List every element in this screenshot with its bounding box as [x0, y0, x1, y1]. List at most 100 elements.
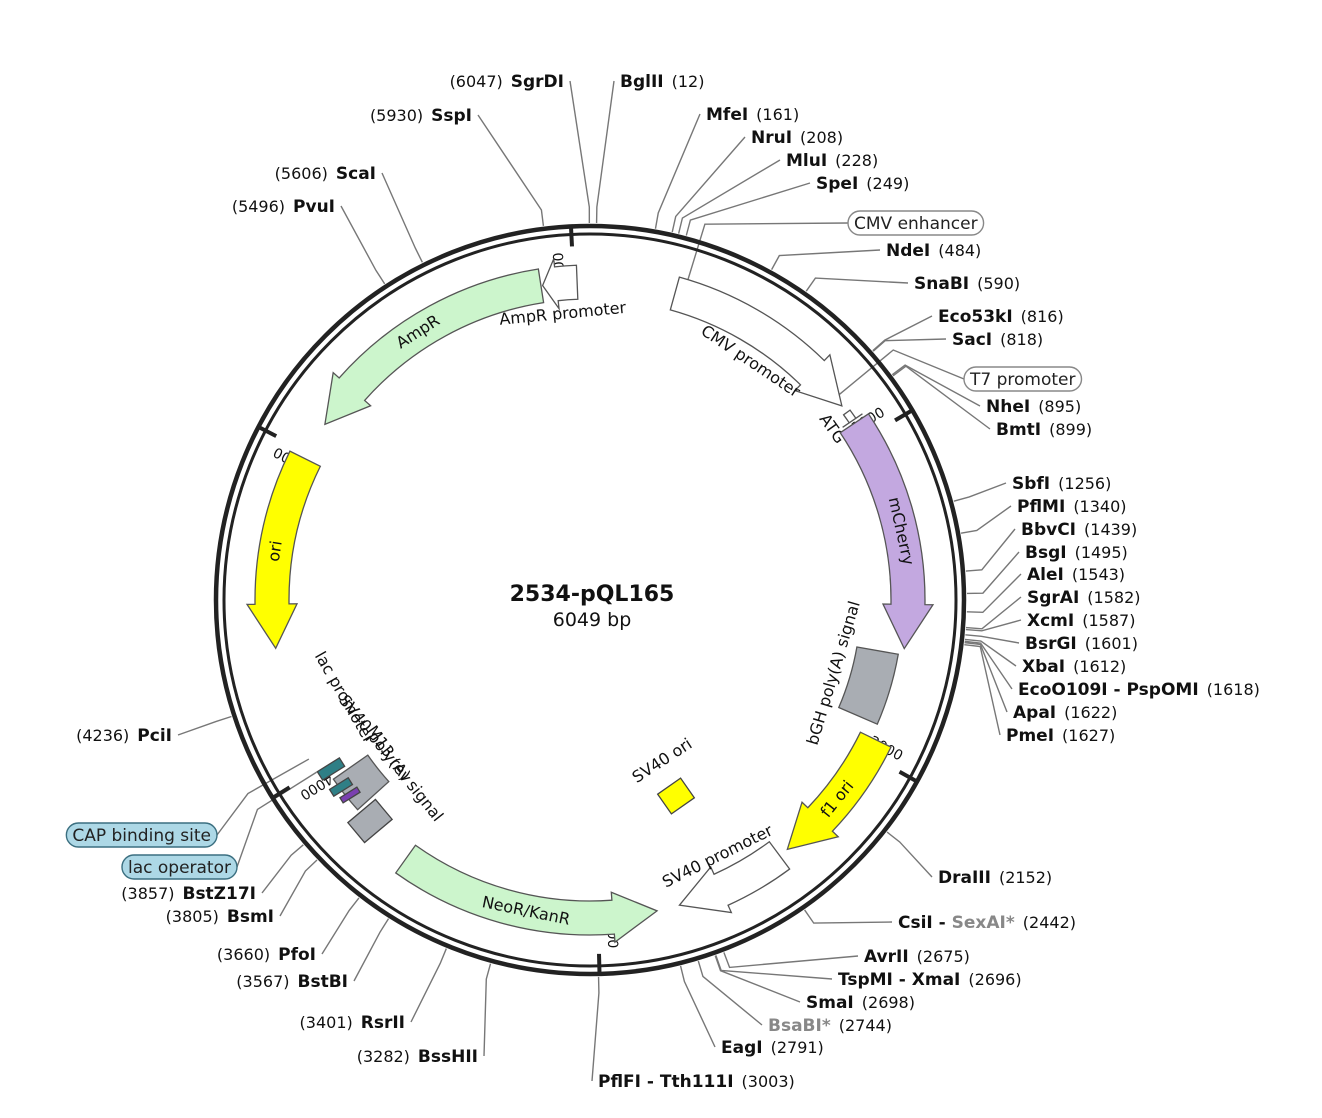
- restriction-site: NruI(208): [751, 128, 843, 148]
- box-label-frame: [847, 210, 985, 236]
- site-leader-line: [964, 640, 1013, 690]
- box-leader-line: [683, 222, 849, 292]
- restriction-site: BsgI(1495): [1025, 543, 1128, 563]
- site-leader-line: [353, 918, 390, 982]
- leader-lines: [177, 80, 1022, 1082]
- site-leader-line: [279, 859, 318, 917]
- restriction-site: XcmI(1587): [1027, 611, 1135, 631]
- restriction-site: NheI(895): [986, 397, 1081, 417]
- restriction-site: AvrII(2675): [864, 947, 970, 967]
- box-leader-line: [216, 758, 310, 836]
- restriction-site: BmtI(899): [996, 420, 1092, 440]
- backbone-outer-ring: [213, 223, 967, 977]
- plasmid-length: 6049 bp: [553, 609, 632, 631]
- site-leader-line: [261, 844, 304, 894]
- restriction-site: (5930)SspI: [370, 106, 472, 126]
- site-leader-line: [953, 482, 1007, 502]
- site-leader-line: [569, 80, 591, 224]
- restriction-site-labels: BglII(12)MfeI(161)NruI(208)MluI(228)SpeI…: [76, 72, 1260, 1092]
- small-feature-mark: [656, 777, 696, 815]
- small-feature-mark: [328, 776, 354, 798]
- site-leader-line: [966, 573, 1022, 614]
- box-label-frame: [963, 366, 1083, 392]
- site-leader-line: [964, 643, 1001, 736]
- box-label-lac-operator: lac operator: [128, 858, 231, 878]
- restriction-site: EcoO109I - PspOMI(1618): [1018, 680, 1260, 700]
- site-leader-line: [964, 641, 1008, 713]
- tick-mark: [898, 770, 920, 785]
- site-leader-line: [410, 948, 447, 1023]
- small-feature-mark: [316, 756, 346, 782]
- feature-mcherry: [839, 412, 935, 650]
- box-label-frame: [65, 822, 218, 848]
- site-leader-line: [965, 596, 1022, 630]
- backbone-inner-ring: [222, 232, 958, 968]
- feature-ampr-promoter: [541, 258, 579, 312]
- restriction-site: MfeI(161): [706, 105, 799, 125]
- site-leader-line: [595, 80, 615, 224]
- restriction-site: (4236)PciI: [76, 726, 172, 746]
- site-leader-line: [697, 960, 763, 1026]
- feature-label: ori: [264, 539, 286, 562]
- box-leader-line: [236, 771, 318, 868]
- tick-mark: [597, 953, 602, 976]
- tick-mark: [568, 224, 574, 247]
- restriction-site: (3660)PfoI: [217, 945, 316, 965]
- plasmid-name: 2534-pQL165: [510, 582, 675, 607]
- feature-ori: [245, 450, 322, 650]
- restriction-site: SbfI(1256): [1012, 474, 1111, 494]
- restriction-site: XbaI(1612): [1022, 657, 1126, 677]
- site-leader-line: [886, 831, 933, 878]
- site-leader-line: [677, 159, 781, 234]
- restriction-site: DraIII(2152): [938, 868, 1052, 888]
- small-feature-mark: [346, 798, 394, 844]
- site-leader-line: [964, 638, 1017, 667]
- restriction-site: BbvCI(1439): [1021, 520, 1137, 540]
- restriction-site: BsaBI*(2744): [768, 1016, 892, 1036]
- restriction-site: PmeI(1627): [1006, 726, 1115, 746]
- restriction-site: (3567)BstBI: [236, 972, 348, 992]
- site-leader-line: [685, 182, 811, 236]
- feature-sv40-promoter: [678, 840, 791, 914]
- restriction-site: (3282)BssHII: [357, 1047, 478, 1067]
- site-leader-line: [966, 551, 1020, 595]
- site-leader-line: [804, 909, 893, 924]
- box-label-cmv-enhancer: CMV enhancer: [854, 214, 978, 234]
- restriction-site: (3857)BstZ17I: [121, 884, 256, 904]
- site-leader-line: [321, 897, 360, 955]
- site-leader-line: [872, 338, 947, 352]
- small-feature-mark: [339, 786, 361, 804]
- site-leader-line: [483, 963, 492, 1057]
- restriction-site: CsiI - SexAI*(2442): [898, 913, 1076, 933]
- site-leader-line: [723, 952, 859, 969]
- restriction-site: MluI(228): [786, 151, 878, 171]
- restriction-site: BglII(12): [620, 72, 704, 92]
- restriction-site: (5606)ScaI: [275, 164, 376, 184]
- site-leader-line: [671, 136, 746, 233]
- restriction-site: ApaI(1622): [1013, 703, 1117, 723]
- restriction-site: (5496)PvuI: [232, 197, 335, 217]
- restriction-site: BsrGI(1601): [1025, 634, 1138, 654]
- inner-label: SV40 ori: [629, 734, 696, 787]
- site-leader-line: [891, 364, 981, 407]
- box-label-frame: [121, 854, 238, 880]
- site-leader-line: [965, 528, 1016, 572]
- restriction-site: SacI(818): [952, 330, 1043, 350]
- tick-mark: [255, 424, 278, 438]
- tick-mark: [269, 785, 291, 801]
- site-leader-line: [654, 113, 701, 229]
- site-leader-line: [477, 114, 545, 226]
- site-leader-line: [872, 315, 933, 352]
- site-leader-line: [591, 976, 600, 1082]
- site-leader-line: [965, 619, 1022, 632]
- site-leader-line: [805, 277, 909, 292]
- restriction-site: SmaI(2698): [806, 993, 915, 1013]
- restriction-site: Eco53kI(816): [938, 307, 1064, 327]
- plasmid-backbone: [213, 223, 967, 977]
- feature-atg: [842, 409, 863, 428]
- site-leader-line: [679, 965, 716, 1048]
- restriction-site: (6047)SgrDI: [450, 72, 564, 92]
- site-leader-line: [892, 365, 991, 430]
